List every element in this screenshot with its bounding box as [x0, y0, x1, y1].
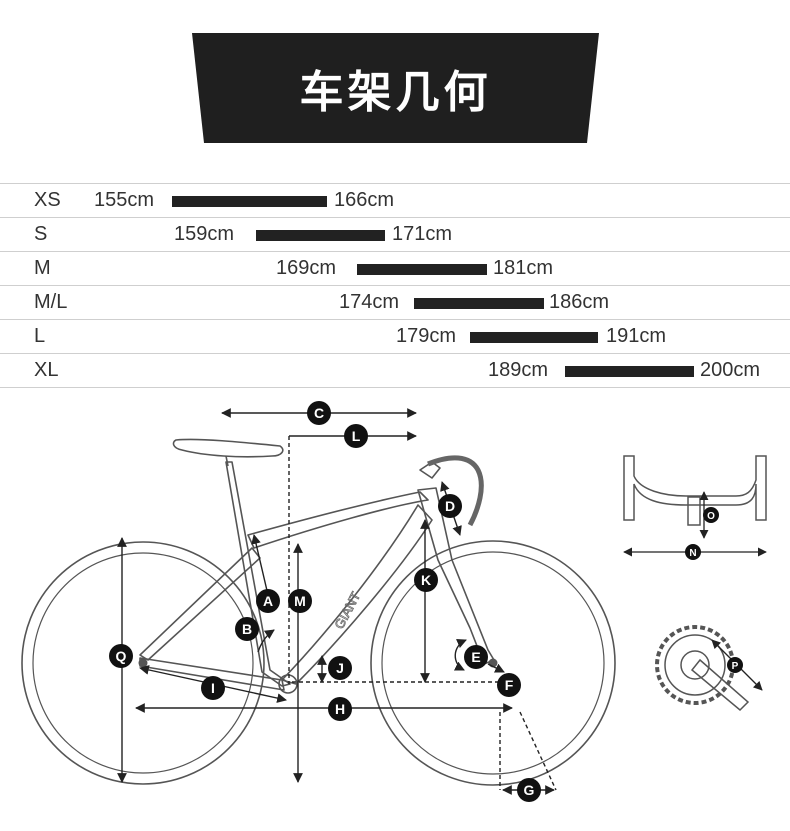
height-range-bar [357, 264, 487, 275]
svg-text:G: G [524, 782, 535, 798]
size-label: XL [34, 359, 59, 381]
svg-text:F: F [505, 677, 514, 693]
height-max: 186cm [549, 291, 610, 313]
height-min: 169cm [276, 257, 337, 279]
handlebar-top-view [623, 455, 767, 557]
height-min: 159cm [174, 223, 235, 245]
height-min: 174cm [339, 291, 400, 313]
height-range-bar [256, 230, 385, 241]
size-label: XS [34, 189, 61, 211]
size-row-xs: XS 155cm 166cm [0, 183, 790, 217]
badge-l: L [344, 424, 368, 448]
badge-o: O [703, 507, 719, 523]
svg-text:K: K [421, 572, 431, 588]
svg-text:I: I [211, 680, 215, 696]
height-min: 179cm [396, 325, 457, 347]
svg-text:L: L [352, 428, 361, 444]
svg-text:A: A [263, 593, 273, 609]
badge-c: C [307, 401, 331, 425]
svg-text:M: M [294, 593, 306, 609]
size-label: M/L [34, 291, 68, 313]
height-max: 166cm [334, 189, 395, 211]
height-max: 200cm [700, 359, 761, 381]
badge-a: A [256, 589, 280, 613]
badge-p: P [727, 657, 743, 673]
badge-b: B [235, 617, 259, 641]
svg-text:D: D [445, 498, 455, 514]
height-range-bar [414, 298, 544, 309]
badge-f: F [497, 673, 521, 697]
badge-g: G [517, 778, 541, 802]
size-chart: XS 155cm 166cm S 159cm 171cm M 169cm 181… [0, 183, 790, 388]
svg-text:E: E [471, 649, 480, 665]
badge-i: I [201, 676, 225, 700]
front-wheel [370, 540, 616, 786]
svg-text:H: H [335, 701, 345, 717]
size-row-s: S 159cm 171cm [0, 217, 790, 251]
height-range-bar [565, 366, 694, 377]
bike-frame [139, 455, 495, 694]
height-max: 181cm [493, 257, 554, 279]
downtube-logo: GIANT [331, 589, 363, 631]
badge-q: Q [109, 644, 133, 668]
svg-text:N: N [689, 548, 696, 559]
badge-j: J [328, 656, 352, 680]
height-range-bar [470, 332, 598, 343]
badge-h: H [328, 697, 352, 721]
size-row-xl: XL 189cm 200cm [0, 353, 790, 388]
height-min: 189cm [488, 359, 549, 381]
height-max: 171cm [392, 223, 453, 245]
crankset-icon [655, 625, 763, 712]
size-row-l: L 179cm 191cm [0, 319, 790, 353]
size-row-ml: M/L 174cm 186cm [0, 285, 790, 319]
svg-text:C: C [314, 405, 324, 421]
svg-text:B: B [242, 621, 252, 637]
svg-text:Q: Q [116, 648, 127, 664]
badge-k: K [414, 568, 438, 592]
badge-d: D [438, 494, 462, 518]
title-banner [192, 33, 599, 143]
height-max: 191cm [606, 325, 667, 347]
saddle [172, 438, 284, 467]
badge-n: N [685, 544, 701, 560]
page-title: 车架几何 [299, 67, 492, 118]
badge-m: M [288, 589, 312, 613]
size-label: S [34, 223, 48, 245]
svg-text:J: J [336, 660, 344, 676]
svg-text:P: P [732, 661, 739, 672]
size-row-m: M 169cm 181cm [0, 251, 790, 285]
measurement-lines [117, 408, 557, 795]
size-label: M [34, 257, 51, 279]
size-label: L [34, 325, 46, 347]
badge-e: E [464, 645, 488, 669]
height-min: 155cm [94, 189, 155, 211]
height-range-bar [172, 196, 327, 207]
svg-text:O: O [707, 511, 715, 522]
rear-wheel [21, 541, 265, 785]
